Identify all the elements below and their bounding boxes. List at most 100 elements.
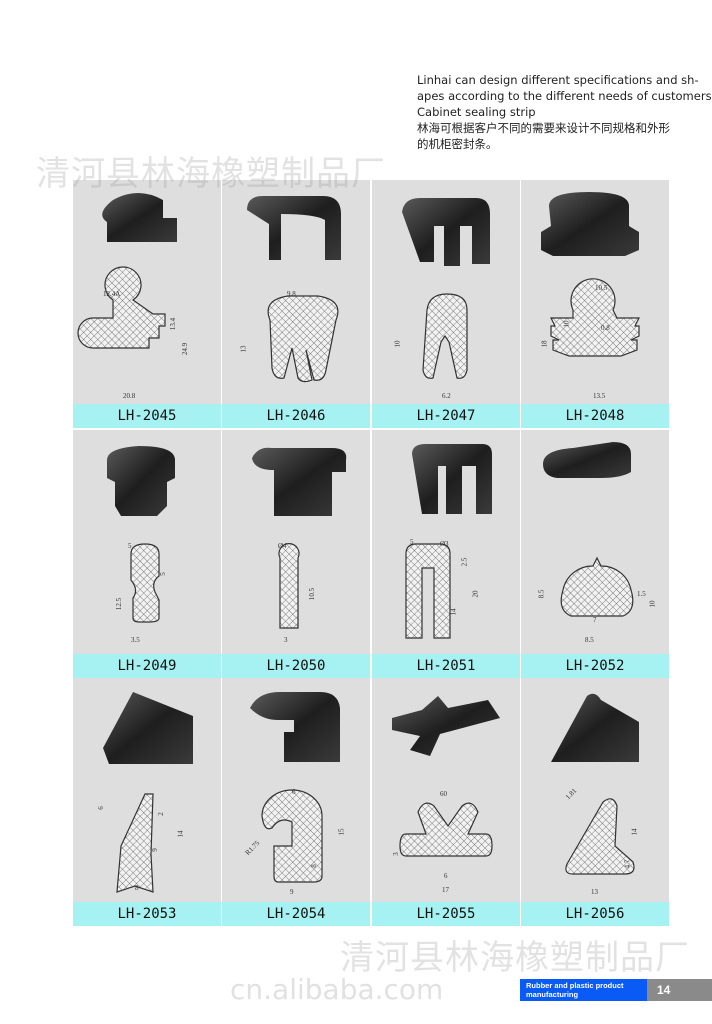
product-photo	[247, 196, 341, 260]
product-photo	[252, 447, 347, 516]
product-photo	[107, 446, 175, 516]
dimension-label: 8	[135, 884, 139, 892]
cross-section-drawing	[267, 295, 339, 383]
product-illustration	[250, 692, 340, 883]
dimension-label: 3	[284, 636, 288, 644]
product-code-label: LH-2050	[222, 654, 370, 678]
cross-section-drawing	[261, 789, 323, 883]
dimension-label: 13	[239, 345, 248, 353]
product-illustration	[543, 442, 634, 617]
product-photo	[541, 192, 639, 256]
dimension-label: Ø3	[440, 540, 449, 548]
product-photo	[543, 442, 631, 478]
dimension-label: 20.8	[123, 392, 136, 400]
footer-category: Rubber and plastic product manufacturing	[520, 979, 647, 1001]
dimension-label: 9	[290, 888, 294, 896]
page-footer: Rubber and plastic product manufacturing…	[520, 979, 712, 1001]
dimension-label: 6	[292, 788, 296, 796]
dimension-label: 24.9	[181, 342, 190, 356]
dimension-label: 20	[471, 590, 480, 598]
dimension-label: 8.5	[537, 589, 546, 599]
product-code-label: LH-2047	[372, 404, 520, 428]
product-code-label: LH-2046	[222, 404, 370, 428]
dimension-label: 6.2	[442, 392, 451, 400]
product-photo	[250, 692, 340, 762]
dimension-label: 8	[309, 864, 318, 868]
cross-section-drawing	[116, 793, 154, 893]
cross-section-drawing	[405, 543, 451, 639]
cross-section-drawing	[77, 266, 166, 349]
cross-section-drawing	[560, 556, 634, 617]
dimension-label: 6	[96, 806, 105, 810]
dimension-label: 60	[440, 790, 447, 798]
intro-line: Cabinet sealing strip	[417, 105, 536, 119]
dimension-label: 5	[128, 542, 132, 550]
page-number: 14	[647, 979, 712, 1001]
product-code-label: LH-2049	[73, 654, 221, 678]
dimension-label: 10.5	[595, 284, 608, 292]
product-code-label: LH-2055	[372, 902, 520, 926]
product-photo	[412, 444, 492, 514]
site-watermark: cn.alibaba.com	[230, 973, 444, 1006]
product-code-label: LH-2045	[73, 404, 221, 428]
dimension-label: 10	[562, 320, 571, 328]
product-code-label: LH-2053	[73, 902, 221, 926]
product-illustration	[402, 198, 490, 379]
dimension-label: 8.5	[585, 636, 594, 644]
dimension-label: 2.5	[460, 557, 469, 567]
product-illustration	[77, 193, 177, 349]
dimension-label: 13.4	[169, 317, 178, 331]
product-code-label: LH-2048	[521, 404, 669, 428]
dimension-label: 1.5	[637, 590, 646, 598]
dimension-label: 13	[591, 888, 598, 896]
dimension-label: 12.4A	[103, 290, 121, 298]
cross-section-drawing	[550, 278, 640, 357]
product-photo	[402, 198, 490, 266]
cross-section-drawing	[399, 802, 493, 857]
intro-line: 林海可根据客户不同的需要来设计不同规格和外形	[417, 121, 670, 135]
dimension-label: 18	[540, 340, 549, 348]
product-illustration	[103, 692, 193, 893]
dimension-label: 17	[442, 886, 449, 894]
cross-section-drawing	[278, 543, 300, 629]
dimension-label: 13.5	[593, 392, 606, 400]
product-illustration	[405, 444, 492, 639]
product-code-label: LH-2051	[372, 654, 520, 678]
dimension-label: 9.8	[287, 290, 296, 298]
product-code-label: LH-2054	[222, 902, 370, 926]
intro-line: 的机柜密封条。	[417, 137, 498, 151]
product-photo	[102, 193, 177, 242]
dimension-label: 12.5	[115, 597, 124, 611]
product-photo	[103, 692, 193, 764]
company-watermark: 清河县林海橡塑制品厂	[340, 938, 690, 978]
cross-section-drawing	[130, 543, 160, 623]
dimension-label: 14	[176, 830, 185, 838]
dimension-label: 5	[410, 538, 414, 546]
product-illustration	[392, 696, 500, 857]
product-illustration	[107, 446, 175, 623]
dimension-label: 9	[150, 848, 159, 852]
product-code-label: LH-2052	[521, 654, 669, 678]
product-photo	[551, 693, 639, 762]
dimension-label: 15	[337, 828, 346, 836]
dimension-label: 2	[156, 812, 165, 816]
intro-line: apes according to the different needs of…	[417, 89, 712, 103]
dimension-label: 7	[593, 616, 597, 624]
dimension-label: 3.5	[131, 636, 140, 644]
dimension-label: 6	[444, 872, 448, 880]
dimension-label: Ø4	[278, 542, 287, 550]
dimension-label: 0.8	[601, 324, 610, 332]
product-code-label: LH-2056	[521, 902, 669, 926]
cross-section-drawing	[422, 293, 468, 379]
